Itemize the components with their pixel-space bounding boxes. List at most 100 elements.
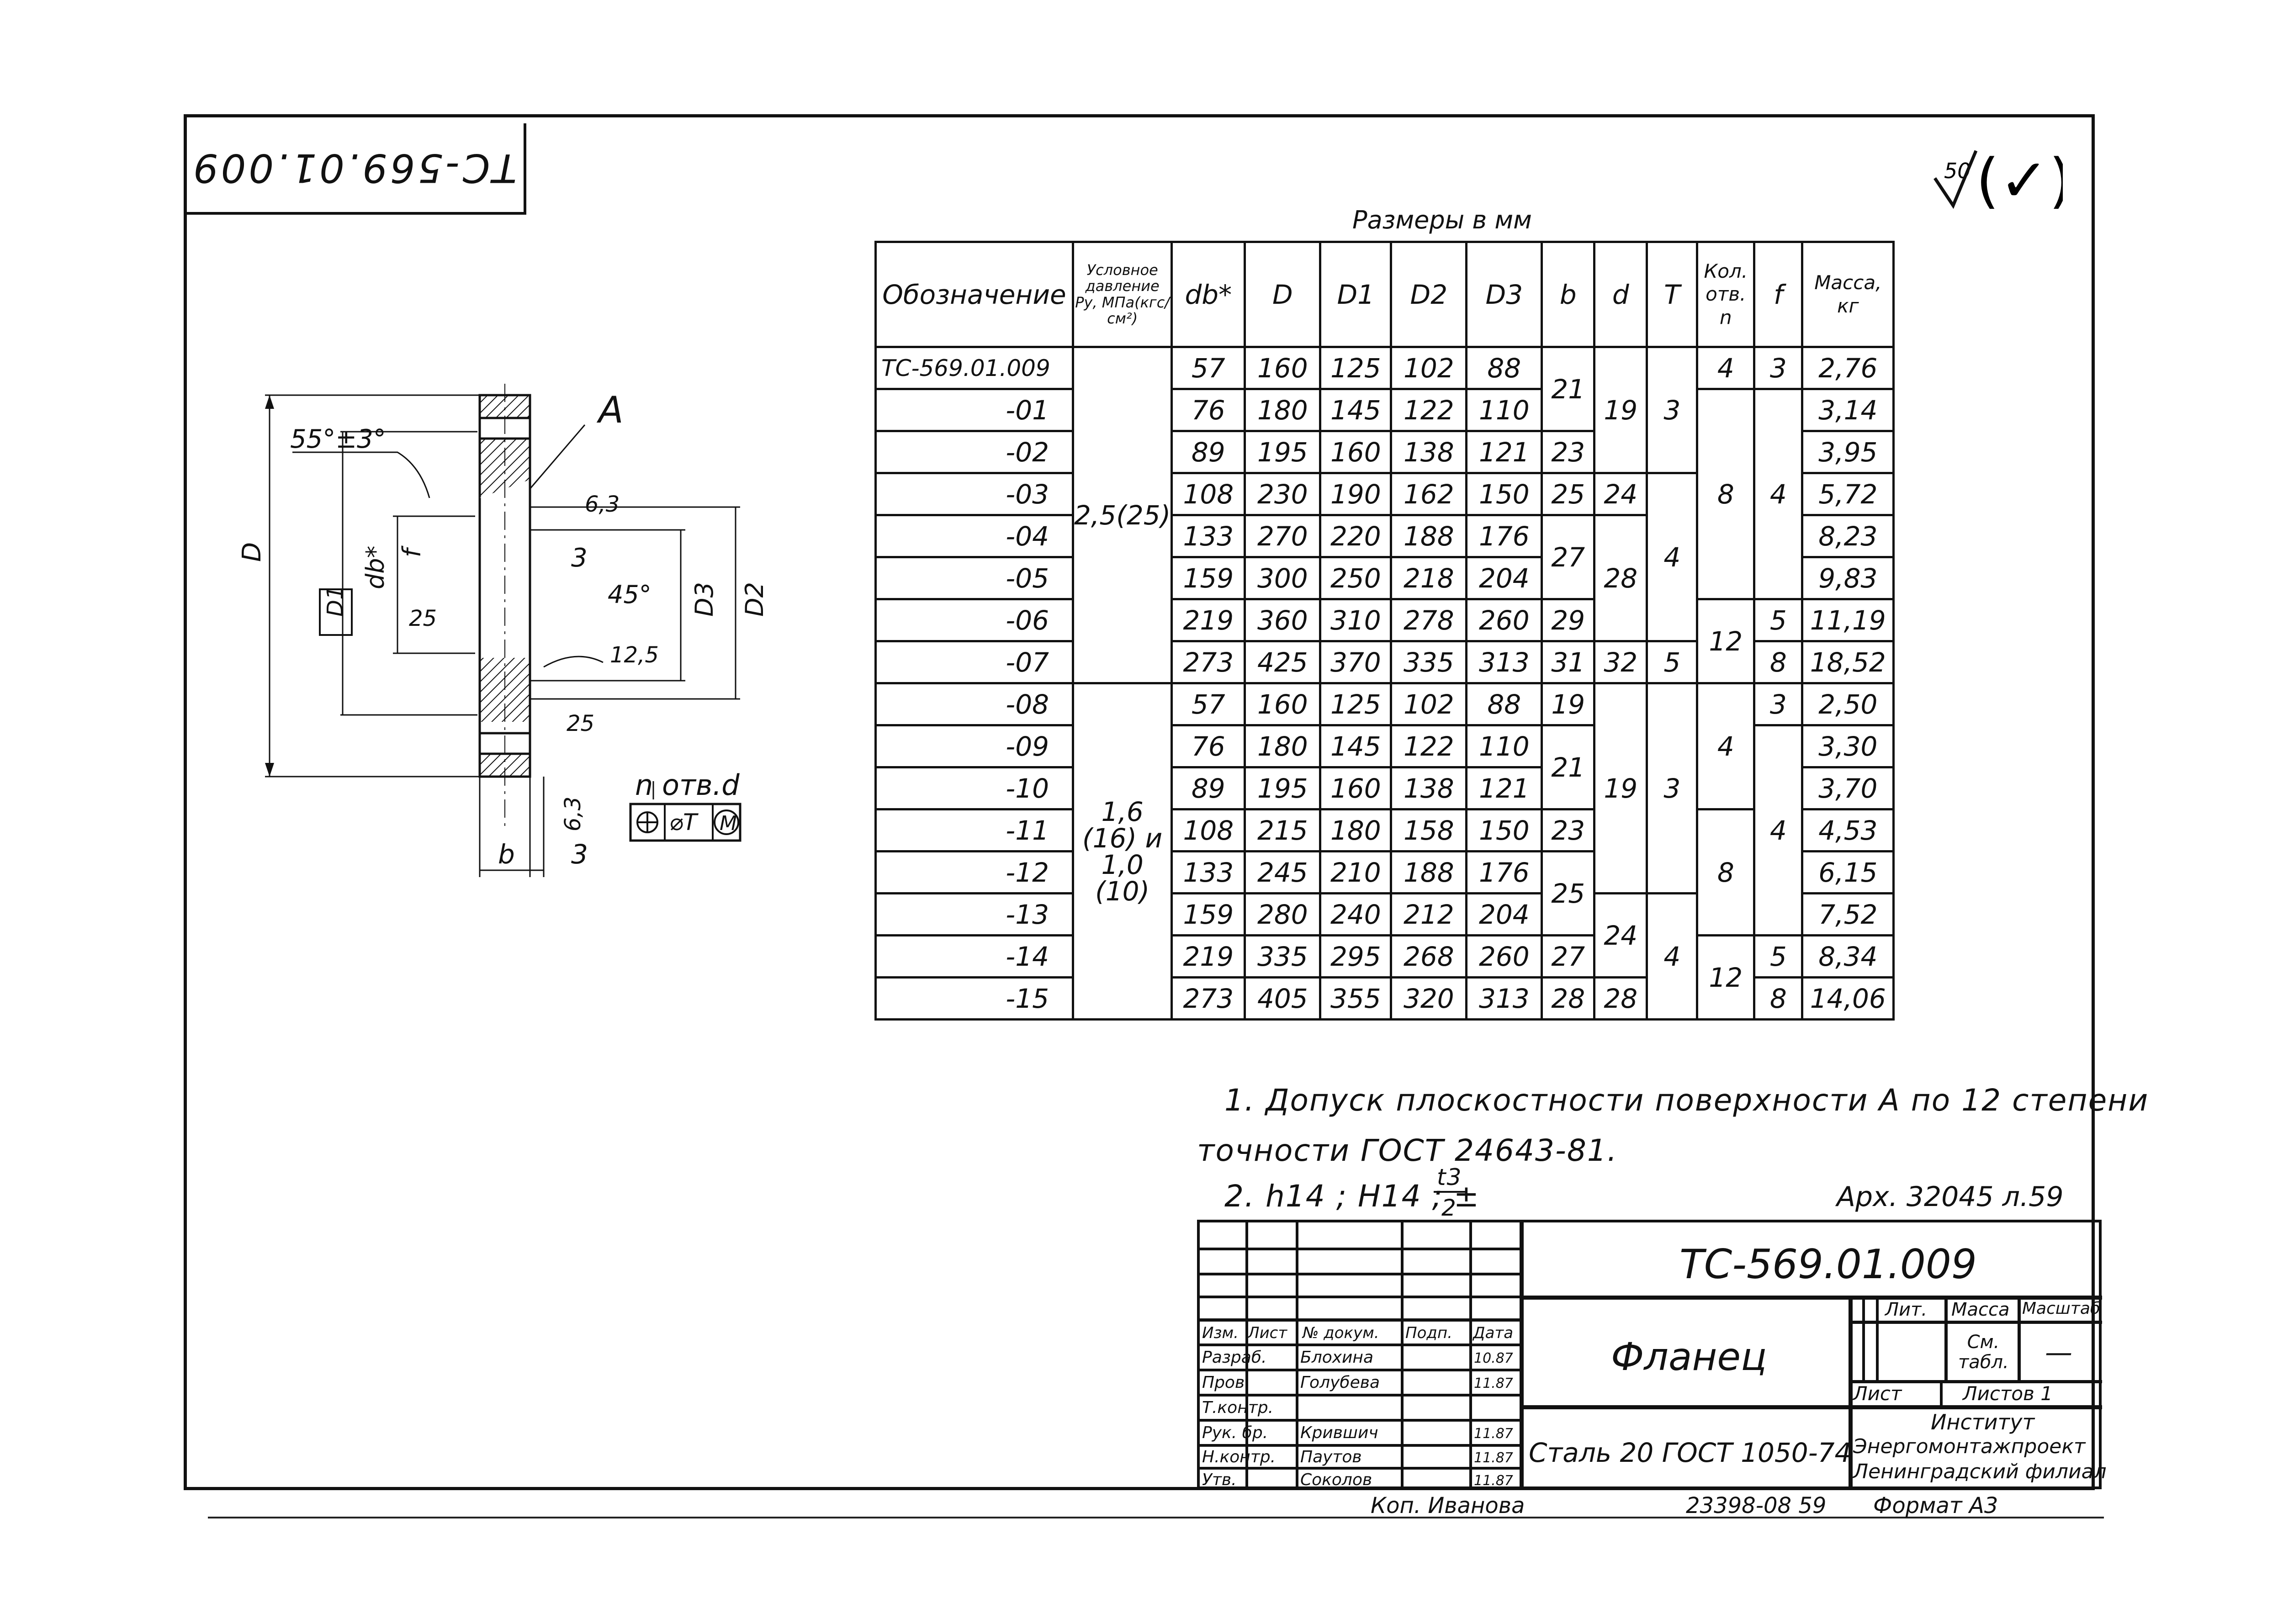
cell-b: 19 xyxy=(1541,682,1596,726)
table-caption: Размеры в мм xyxy=(1352,206,1532,234)
drawing-frame xyxy=(184,114,2095,1490)
cell-D1: 355 xyxy=(1319,976,1393,1021)
cell-d: 32 xyxy=(1593,640,1648,684)
cell-des: -07 xyxy=(874,640,1074,684)
tb-date: 11.87 xyxy=(1474,1450,1513,1466)
cell-D2: 188 xyxy=(1390,850,1468,894)
label-b: b xyxy=(498,839,515,870)
tb-date: 11.87 xyxy=(1474,1473,1513,1489)
tb-grid xyxy=(1296,1222,1298,1489)
cell-D1: 145 xyxy=(1319,724,1393,768)
table-row: -04 133 270 220 188 176 27 28 8,23 xyxy=(874,514,1895,642)
tb-sheet: Лист xyxy=(1853,1382,1902,1405)
th-D3: D3 xyxy=(1465,241,1543,348)
cell-D1: 190 xyxy=(1319,472,1393,516)
tb-massa: Масса xyxy=(1951,1299,2010,1320)
table-row: -15 273 405 355 320 313 28 28 8 14,06 xyxy=(874,976,1895,1021)
cell-pressure-group: 1,6 (16) и 1,0 (10) xyxy=(1071,682,1173,1021)
cell-b: 29 xyxy=(1541,598,1596,642)
label-A: A xyxy=(596,389,624,431)
cell-f: 5 xyxy=(1753,934,1804,979)
tb-scale: Масштаб xyxy=(2022,1299,2101,1318)
cell-mass: 7,52 xyxy=(1801,892,1895,936)
cell-db: 108 xyxy=(1171,472,1246,516)
table-row: -06 219 360 310 278 260 29 12 5 11,19 xyxy=(874,598,1895,684)
cell-D3: 260 xyxy=(1465,598,1543,642)
cell-b: 27 xyxy=(1541,514,1596,600)
label-3-top: 3 xyxy=(571,543,588,573)
cell-b: 23 xyxy=(1541,430,1596,474)
note-2-fraction-top: t3 xyxy=(1437,1164,1462,1190)
cell-mass: 2,76 xyxy=(1801,346,1895,390)
th-holes: Кол. отв. n xyxy=(1696,241,1756,348)
rotated-designation: ТС-569.01.009 xyxy=(190,145,517,190)
cell-mass: 14,06 xyxy=(1801,976,1895,1021)
tb-person: Крившич xyxy=(1300,1423,1378,1442)
label-r63-top: 6,3 xyxy=(585,492,620,517)
dimension-table: Обозначение Условное давление Ру, МПа(кг… xyxy=(874,241,1895,1021)
cell-des: -08 xyxy=(874,682,1074,726)
th-pressure: Условное давление Ру, МПа(кгс/см²) xyxy=(1071,241,1173,348)
cell-D1: 160 xyxy=(1319,766,1393,810)
cell-db: 133 xyxy=(1171,514,1246,558)
cell-D3: 110 xyxy=(1465,724,1543,768)
flange-section-drawing: 55°±3° A D D1 db* f 6,3 3 25 45° 12,5 D3… xyxy=(237,384,769,877)
cell-D2: 102 xyxy=(1390,346,1468,390)
table-row: -03 108 230 190 162 150 25 24 4 5,72 xyxy=(874,472,1895,642)
cell-n: 12 xyxy=(1696,598,1756,684)
cell-des: -03 xyxy=(874,472,1074,516)
tb-person: Соколов xyxy=(1300,1471,1372,1489)
cell-D1: 250 xyxy=(1319,556,1393,600)
tb-grid xyxy=(1469,1222,1472,1489)
table-row: -09 76 180 145 122 110 21 4 3,30 xyxy=(874,724,1895,936)
cell-mass: 2,50 xyxy=(1801,682,1895,726)
cell-T: 5 xyxy=(1646,640,1699,684)
cell-d: 24 xyxy=(1593,472,1648,516)
cell-D2: 162 xyxy=(1390,472,1468,516)
table-row: -12 133 245 210 188 176 25 6,15 xyxy=(874,850,1895,936)
label-tol: ⌀T xyxy=(669,809,699,836)
cell-n: 8 xyxy=(1696,388,1756,600)
cell-D3: 121 xyxy=(1465,766,1543,810)
note-2-fraction-bottom: 2 xyxy=(1441,1195,1457,1221)
cell-D2: 218 xyxy=(1390,556,1468,600)
cell-D: 280 xyxy=(1244,892,1322,936)
tb-divider xyxy=(1520,1222,1524,1489)
tb-role: Н.контр. xyxy=(1202,1448,1276,1466)
th-d: d xyxy=(1593,241,1648,348)
th-D1: D1 xyxy=(1319,241,1393,348)
cell-T: 3 xyxy=(1646,682,1699,894)
tb-grid xyxy=(1245,1222,1248,1489)
cell-des: -11 xyxy=(874,808,1074,852)
tb-grid xyxy=(1200,1369,1520,1371)
tb-role: Рук. бр. xyxy=(1202,1423,1268,1442)
table-row: -13 159 280 240 212 204 24 4 7,52 xyxy=(874,892,1895,1021)
cell-f: 8 xyxy=(1753,976,1804,1021)
paper-format: Формат А3 xyxy=(1873,1493,1998,1518)
tb-role: Разраб. xyxy=(1202,1348,1267,1367)
label-3-bottom: 3 xyxy=(571,839,588,870)
table-row: -11 108 215 180 158 150 23 8 4,53 xyxy=(874,808,1895,936)
cell-des: -15 xyxy=(874,976,1074,1021)
tb-grid xyxy=(1200,1318,1520,1322)
cell-d: 28 xyxy=(1593,976,1648,1021)
table-row: -01 76 180 145 122 110 8 4 3,14 xyxy=(874,388,1895,600)
tb-org-3: Ленинградский филиал xyxy=(1853,1460,2107,1483)
cell-D3: 204 xyxy=(1465,556,1543,600)
cell-D3: 313 xyxy=(1465,976,1543,1021)
tb-divider xyxy=(1862,1296,1865,1380)
cell-D3: 176 xyxy=(1465,850,1543,894)
cell-db: 76 xyxy=(1171,388,1246,432)
label-db: db* xyxy=(361,545,390,589)
cell-d: 28 xyxy=(1593,514,1648,642)
cell-D2: 278 xyxy=(1390,598,1468,642)
cell-D1: 220 xyxy=(1319,514,1393,558)
cell-D: 195 xyxy=(1244,766,1322,810)
cell-D2: 320 xyxy=(1390,976,1468,1021)
tb-grid xyxy=(1200,1419,1520,1422)
cell-f: 3 xyxy=(1753,346,1804,390)
cell-D1: 180 xyxy=(1319,808,1393,852)
inventory-number: 23398-08 59 xyxy=(1686,1493,1827,1518)
cell-D2: 188 xyxy=(1390,514,1468,558)
cell-db: 133 xyxy=(1171,850,1246,894)
